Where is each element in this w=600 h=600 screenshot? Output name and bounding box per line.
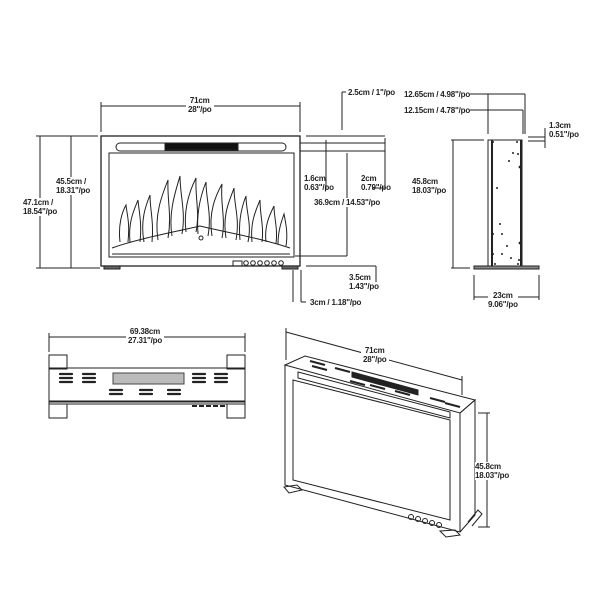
trim-height-cm: 2cm [361,174,377,183]
front-width-in: 28"/po [188,105,212,114]
trim-gap-label: 1.6cm 0.63"/po [304,174,334,192]
trim-height-label: 2cm 0.79"/po [361,174,391,192]
iso-height-label: 45.8cm 18.03"/po [475,462,509,480]
side-view [451,93,546,300]
overall-height-in: 18.54"/po [23,207,58,216]
top-width-in: 27.31"/po [128,336,163,345]
top-view [48,333,246,419]
iso-height-in: 18.03"/po [475,471,510,480]
isometric-view [283,328,490,538]
lip-label: 1.3cm 0.51"/po [549,121,579,139]
side-height-cm: 45.8cm [412,177,438,186]
side-height-in: 18.03"/po [412,186,447,195]
iso-width-label: 71cm 28"/po [361,346,389,364]
bottom-offset-label: 3.5cm 1.43"/po [349,273,379,291]
bottom-offset-cm: 3.5cm [349,273,371,282]
overall-height-label: 47.1cm / 18.54"/po [23,198,57,216]
top-offset-label: 2.5cm / 1"/po [348,88,395,97]
front-width-cm: 71cm [189,96,210,105]
body-height-in: 18.31"/po [56,186,91,195]
lip-in: 0.51"/po [549,130,579,139]
trim-gap-cm: 1.6cm [304,174,326,183]
depth-outer-label: 12.65cm / 4.98"/po [404,90,471,99]
body-height-cm: 45.5cm / [56,177,86,186]
trim-gap-in: 0.63"/po [304,183,334,192]
iso-width-in: 28"/po [363,355,387,364]
iso-width-cm: 71cm [364,346,385,355]
viewing-height-label: 36.9cm / 14.53"/po [314,198,381,207]
side-height-label: 45.8cm 18.03"/po [412,177,446,195]
base-depth-in: 9.06"/po [488,300,518,309]
overall-height-cm: 47.1cm / [23,198,53,207]
top-width-cm: 69.38cm [129,327,161,336]
front-width-label: 71cm 28"/po [186,96,214,114]
body-height-label: 45.5cm / 18.31"/po [56,177,90,195]
depth-inner-label: 12.15cm / 4.78"/po [404,106,471,115]
base-depth-label: 23cm 9.06"/po [488,291,518,309]
iso-height-cm: 45.8cm [475,462,501,471]
front-view [36,91,386,303]
lip-cm: 1.3cm [549,121,571,130]
top-width-label: 69.38cm 27.31"/po [126,327,165,345]
side-offset-label: 3cm / 1.18"/po [310,298,362,307]
base-depth-cm: 23cm [493,291,513,300]
trim-height-in: 0.79"/po [361,183,391,192]
bottom-offset-in: 1.43"/po [349,282,379,291]
